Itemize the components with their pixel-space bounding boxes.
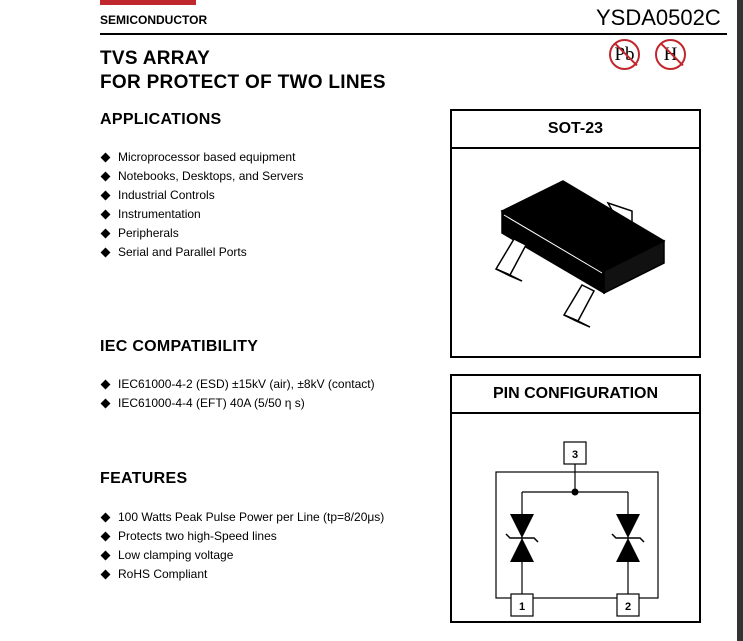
package-box-heading: SOT-23 xyxy=(452,111,699,149)
iec-heading: IEC COMPATIBILITY xyxy=(100,338,259,355)
pin-2-box xyxy=(616,593,640,617)
bullet-diamond-icon xyxy=(100,228,111,239)
bullet-diamond-icon xyxy=(100,550,111,561)
features-list: 100 Watts Peak Pulse Power per Line (tp=… xyxy=(100,508,384,584)
bullet-diamond-icon xyxy=(100,171,111,182)
package-lead-1 xyxy=(494,238,528,276)
viewer-edge xyxy=(737,0,743,641)
pin-2-label: 2 xyxy=(625,601,631,613)
title-line-1: TVS ARRAY xyxy=(100,48,211,69)
header-rule xyxy=(100,33,727,35)
bullet-diamond-icon xyxy=(100,209,111,220)
bullet-diamond-icon xyxy=(100,569,111,580)
package-lead-1-foot xyxy=(495,268,523,282)
package-edge-highlight xyxy=(503,214,603,274)
package-lead-2 xyxy=(562,284,596,322)
tvs-diode-left-upper xyxy=(510,514,534,538)
list-item: RoHS Compliant xyxy=(100,565,384,584)
list-item: IEC61000-4-4 (EFT) 40A (5/50 η s) xyxy=(100,394,375,413)
list-item: Serial and Parallel Ports xyxy=(100,243,303,262)
pin-1-box xyxy=(510,593,534,617)
pin-3-label: 3 xyxy=(572,449,578,461)
sot23-package-illustration xyxy=(494,180,666,328)
list-item: Notebooks, Desktops, and Servers xyxy=(100,167,303,186)
header-accent-bar xyxy=(100,0,196,5)
company-label: SEMICONDUCTOR xyxy=(100,13,208,27)
bullet-diamond-icon xyxy=(100,152,111,163)
bullet-diamond-icon xyxy=(100,247,111,258)
list-item: Microprocessor based equipment xyxy=(100,148,303,167)
pin-config-schematic: 3 1 2 xyxy=(495,441,659,617)
tvs-diode-left-lower xyxy=(510,538,534,562)
title-line-2: FOR PROTECT OF TWO LINES xyxy=(100,72,386,93)
iec-list: IEC61000-4-2 (ESD) ±15kV (air), ±8kV (co… xyxy=(100,375,375,413)
features-heading: FEATURES xyxy=(100,470,188,487)
pin-config-heading: PIN CONFIGURATION xyxy=(452,376,699,414)
halogen-free-icon: H xyxy=(655,39,686,70)
pin-config-box: PIN CONFIGURATION 3 1 2 xyxy=(450,374,701,623)
tvs-diode-right-lower xyxy=(616,538,640,562)
list-item: Peripherals xyxy=(100,224,303,243)
bullet-diamond-icon xyxy=(100,398,111,409)
bullet-diamond-icon xyxy=(100,190,111,201)
lead-free-icon: Pb xyxy=(609,39,640,70)
applications-list: Microprocessor based equipment Notebooks… xyxy=(100,148,303,262)
package-lead-2-foot xyxy=(563,314,591,328)
bullet-diamond-icon xyxy=(100,512,111,523)
list-item: Industrial Controls xyxy=(100,186,303,205)
package-outline xyxy=(495,471,659,599)
bullet-diamond-icon xyxy=(100,379,111,390)
list-item: 100 Watts Peak Pulse Power per Line (tp=… xyxy=(100,508,384,527)
pin-1-label: 1 xyxy=(519,601,525,613)
package-box: SOT-23 xyxy=(450,109,701,358)
package-side-face xyxy=(501,209,605,295)
list-item: IEC61000-4-2 (ESD) ±15kV (air), ±8kV (co… xyxy=(100,375,375,394)
list-item: Instrumentation xyxy=(100,205,303,224)
list-item: Low clamping voltage xyxy=(100,546,384,565)
part-number: YSDA0502C xyxy=(596,5,721,30)
tvs-diode-right-upper xyxy=(616,514,640,538)
bullet-diamond-icon xyxy=(100,531,111,542)
list-item: Protects two high-Speed lines xyxy=(100,527,384,546)
applications-heading: APPLICATIONS xyxy=(100,111,222,128)
